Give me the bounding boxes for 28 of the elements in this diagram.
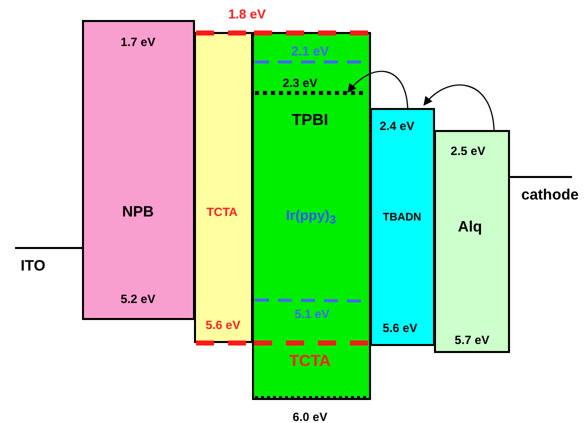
layer-name: NPB (122, 204, 154, 220)
energy-level-box (194, 32, 253, 343)
electrode-label: cathode (521, 188, 579, 202)
electrode-label: ITO (20, 258, 46, 274)
layer-name: TPBI (292, 113, 328, 129)
arrow (347, 70, 408, 108)
arrow (423, 84, 495, 130)
energy-value: 1.7 eV (120, 36, 156, 48)
layer-name: TCTA (289, 354, 331, 370)
energy-value: 6.0 eV (292, 411, 328, 423)
energy-level-box (434, 130, 510, 353)
energy-value: 5.7 eV (454, 334, 490, 346)
energy-level-box (252, 32, 371, 400)
energy-value: 5.1 eV (294, 308, 330, 320)
energy-value: 5.6 eV (382, 322, 418, 334)
energy-value: 5.6 eV (206, 319, 240, 331)
energy-value: 2.5 eV (450, 145, 486, 157)
energy-value: 5.2 eV (120, 293, 156, 305)
energy-level-box (370, 108, 435, 346)
energy-value: 2.4 eV (380, 120, 414, 132)
energy-value: 2.1 eV (291, 44, 329, 58)
layer-name: TBADN (382, 212, 422, 224)
energy-level-box (82, 20, 195, 320)
energy-value: 1.8 eV (228, 8, 266, 20)
layer-name: Alq (458, 220, 482, 234)
energy-value: 2.3 eV (282, 77, 318, 89)
layer-name: Ir(ppy)$_{3}$ (286, 208, 336, 226)
layer-name: TCTA (206, 206, 238, 218)
